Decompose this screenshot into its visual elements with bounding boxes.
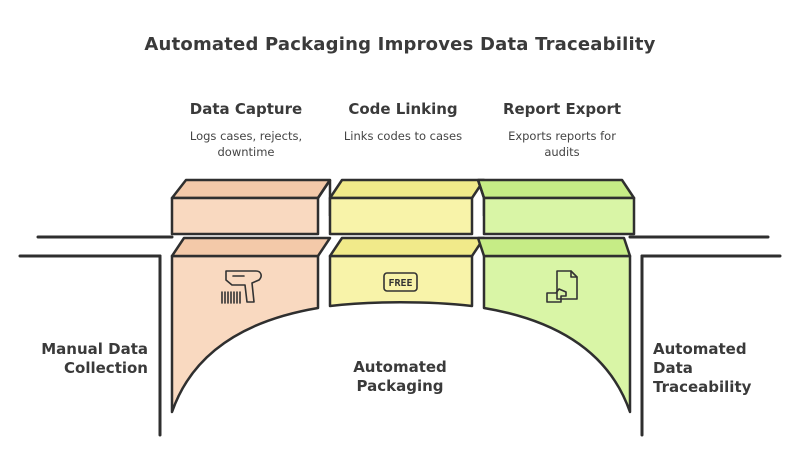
block-upper-front-data-capture [170,196,320,236]
label-line: Manual Data [41,340,148,358]
step-description-line: Logs cases, rejects, [189,129,303,143]
block-lower-report-export [482,254,632,414]
block-upper-top-data-capture [170,178,332,200]
step-heading-data-capture: Data Capture [189,100,303,118]
barcode-scanner-icon [221,270,262,304]
label-line: Automated [353,358,447,376]
block-lower-data-capture [170,254,320,414]
step-heading-report-export: Report Export [502,100,622,118]
block-lower-top-code-linking [328,236,486,258]
diagram-title: Automated Packaging Improves Data Tracea… [144,34,656,55]
step-description-line: downtime [217,145,275,159]
free-tag-text: FREE [388,278,412,289]
step-description-line: Links codes to cases [343,129,463,143]
label-line: Packaging [356,377,444,395]
label-manual-data-collection: Manual Data Collection [30,340,148,378]
step-description-line: audits [544,145,580,159]
step-description-line: Exports reports for [508,129,616,143]
free-tag-icon: FREE [383,272,418,292]
block-upper-top-code-linking [328,178,486,200]
label-line: Collection [64,359,148,377]
block-lower-top-report-export [476,236,632,258]
step-description-code-linking: Links codes to cases [328,128,478,144]
step-description-data-capture: Logs cases, rejects, downtime [171,128,321,160]
block-upper-front-code-linking [328,196,474,236]
block-lower-top-data-capture [170,236,332,258]
document-export-icon [546,270,578,303]
label-line: Data [653,359,693,377]
label-line: Traceability [653,378,752,396]
step-description-report-export: Exports reports for audits [487,128,637,160]
label-automated-data-traceability: Automated Data Traceability [653,340,783,397]
label-automated-packaging: Automated Packaging [320,358,480,396]
block-upper-top-report-export [476,178,636,200]
block-lower-code-linking [328,254,474,308]
block-upper-front-report-export [482,196,636,236]
step-heading-code-linking: Code Linking [348,100,458,118]
label-line: Automated [653,340,747,358]
